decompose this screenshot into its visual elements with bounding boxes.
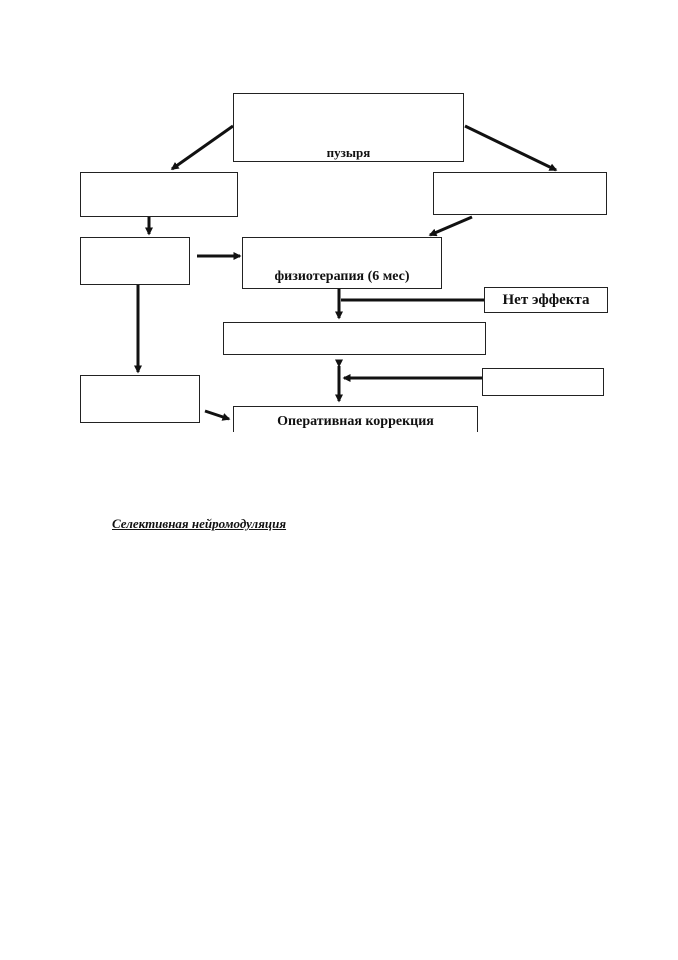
right-box bbox=[433, 172, 607, 215]
middle-wide-box bbox=[223, 322, 486, 355]
section-caption: Селективная нейромодуляция bbox=[112, 516, 287, 531]
physio-box-label: физиотерапия (6 мес) bbox=[274, 269, 410, 284]
top-box-label: пузыря bbox=[326, 145, 371, 160]
left-box bbox=[80, 172, 238, 217]
arrow-bottomleft-to-surgery bbox=[204, 409, 231, 421]
right-lower-box bbox=[482, 368, 604, 396]
top-box: пузыря bbox=[233, 93, 464, 162]
arrow-right-to-physio bbox=[428, 215, 473, 237]
middle-left-box bbox=[80, 237, 190, 285]
physio-box: физиотерапия (6 мес) bbox=[242, 237, 442, 289]
surgery-box-label: Оперативная коррекция bbox=[277, 414, 434, 429]
arrow-top-to-right bbox=[464, 124, 558, 172]
no-effect-box-label: Нет эффекта bbox=[502, 292, 590, 308]
bottom-left-box bbox=[80, 375, 200, 423]
no-effect-box: Нет эффекта bbox=[484, 287, 608, 313]
arrow-top-to-left bbox=[170, 124, 234, 171]
surgery-box: Оперативная коррекция bbox=[233, 406, 478, 432]
